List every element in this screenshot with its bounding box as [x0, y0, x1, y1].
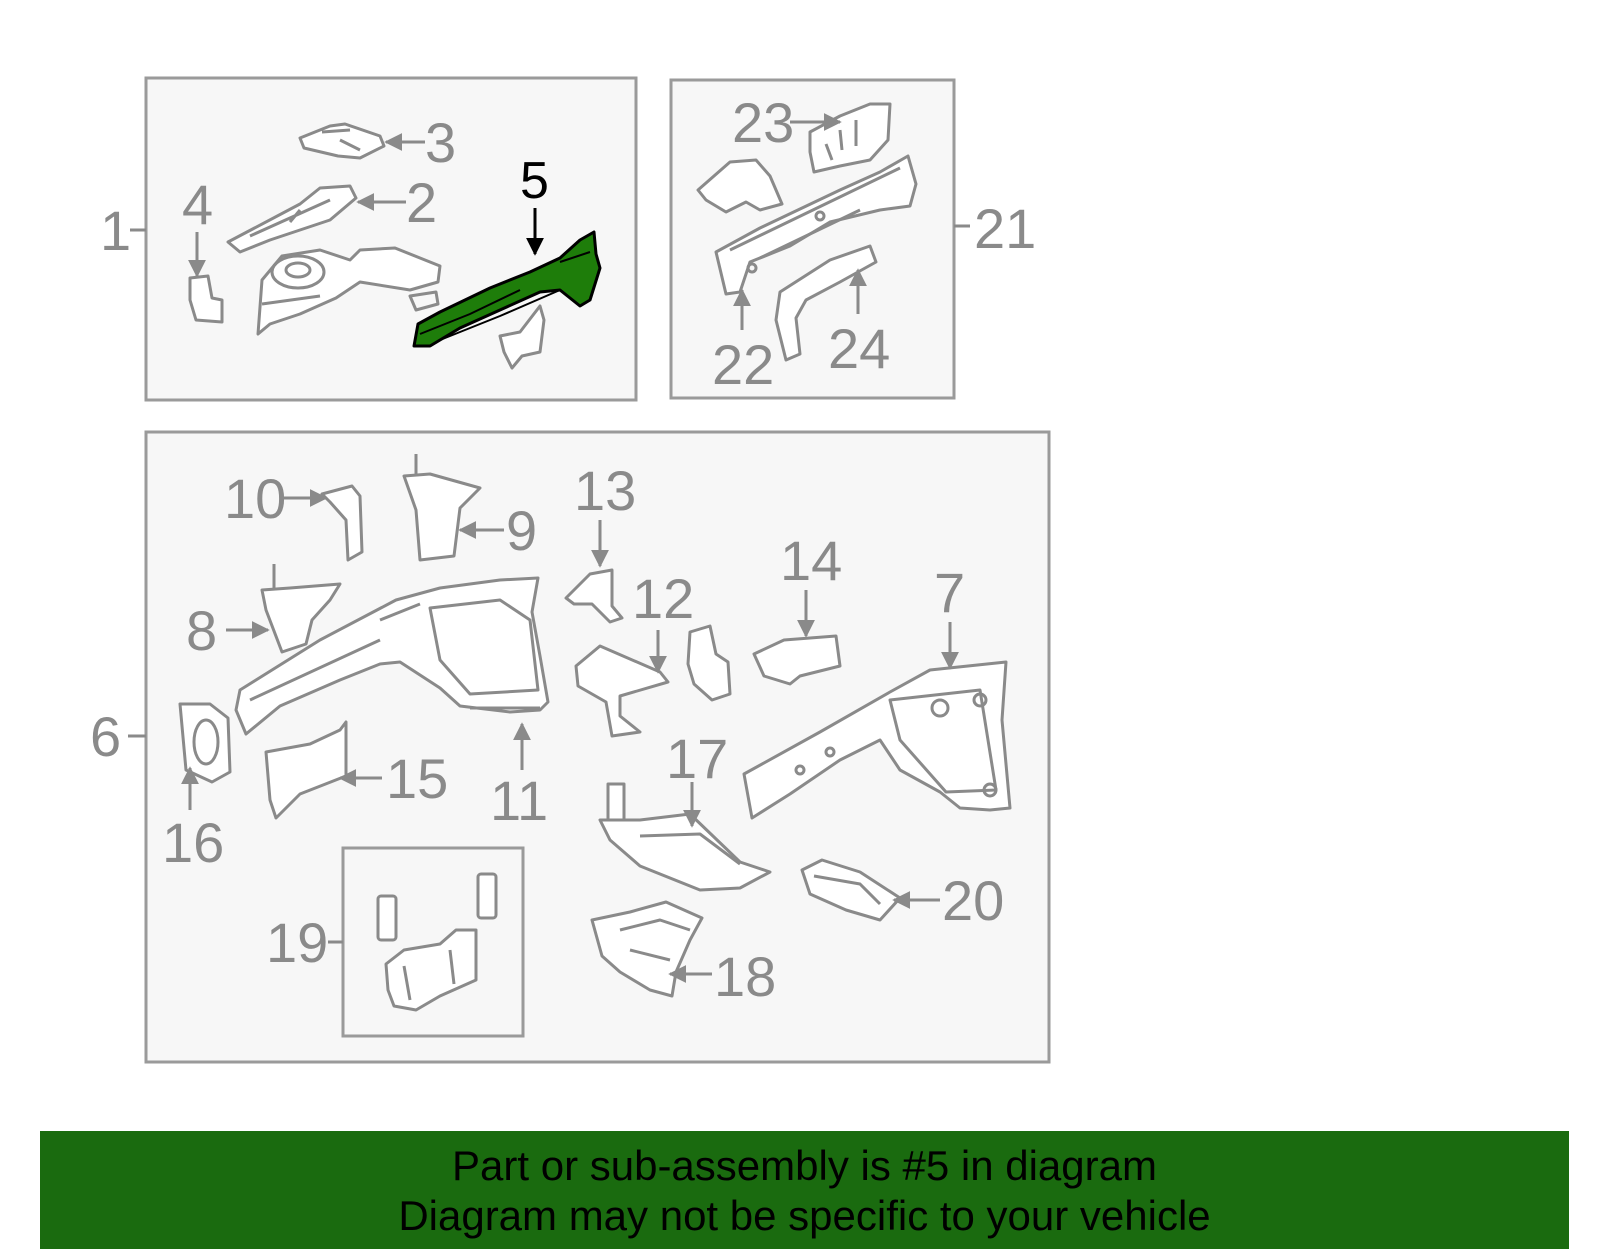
bracket-shape[interactable]: [498, 304, 546, 370]
callout-4[interactable]: 4: [182, 173, 213, 236]
part-13-shape[interactable]: [564, 568, 624, 624]
callout-16[interactable]: 16: [162, 811, 224, 874]
part-8-shape[interactable]: [260, 582, 342, 654]
callout-19[interactable]: 19: [266, 911, 328, 974]
callout-14[interactable]: 14: [780, 529, 842, 592]
callout-1[interactable]: 1: [100, 199, 131, 262]
callout-17[interactable]: 17: [666, 727, 728, 790]
callout-24[interactable]: 24: [828, 317, 890, 380]
callout-21[interactable]: 21: [974, 197, 1036, 260]
callout-23[interactable]: 23: [732, 91, 794, 154]
callout-12[interactable]: 12: [632, 567, 694, 630]
info-banner: Part or sub-assembly is #5 in diagram Di…: [40, 1131, 1569, 1249]
part-19-tube-left[interactable]: [376, 894, 398, 942]
part-14-shape[interactable]: [752, 634, 842, 686]
callout-18[interactable]: 18: [714, 945, 776, 1008]
callout-8[interactable]: 8: [186, 599, 217, 662]
part-17-tube[interactable]: [606, 782, 626, 826]
part-20-shape[interactable]: [800, 858, 902, 922]
callout-2[interactable]: 2: [406, 171, 437, 234]
part-12-shape[interactable]: [574, 644, 670, 738]
strut-tower-shape[interactable]: [256, 246, 442, 336]
part-19-tube-right[interactable]: [476, 872, 498, 920]
callout-11[interactable]: 11: [490, 769, 548, 832]
callout-15[interactable]: 15: [386, 747, 448, 810]
callout-7[interactable]: 7: [934, 561, 965, 624]
part-10-shape[interactable]: [320, 484, 364, 562]
callout-22[interactable]: 22: [712, 333, 774, 396]
callout-6[interactable]: 6: [90, 705, 121, 768]
banner-line-2: Diagram may not be specific to your vehi…: [398, 1192, 1211, 1239]
panel-group-1: [144, 76, 638, 402]
callout-3[interactable]: 3: [425, 111, 456, 174]
bracket-12-right-shape[interactable]: [686, 624, 732, 702]
callout-13[interactable]: 13: [574, 459, 636, 522]
callout-20[interactable]: 20: [942, 869, 1004, 932]
callout-5[interactable]: 5: [520, 152, 549, 210]
part-16-shape[interactable]: [178, 702, 232, 784]
banner-line-1: Part or sub-assembly is #5 in diagram: [452, 1142, 1157, 1189]
part-4-shape[interactable]: [188, 274, 224, 324]
part-17-shape[interactable]: [598, 812, 772, 892]
callout-10[interactable]: 10: [224, 467, 286, 530]
part-9-shape[interactable]: [402, 472, 482, 562]
part-22-rail-shape[interactable]: [714, 154, 918, 296]
part-21-bracket-shape[interactable]: [696, 158, 784, 214]
callout-9[interactable]: 9: [506, 499, 537, 562]
